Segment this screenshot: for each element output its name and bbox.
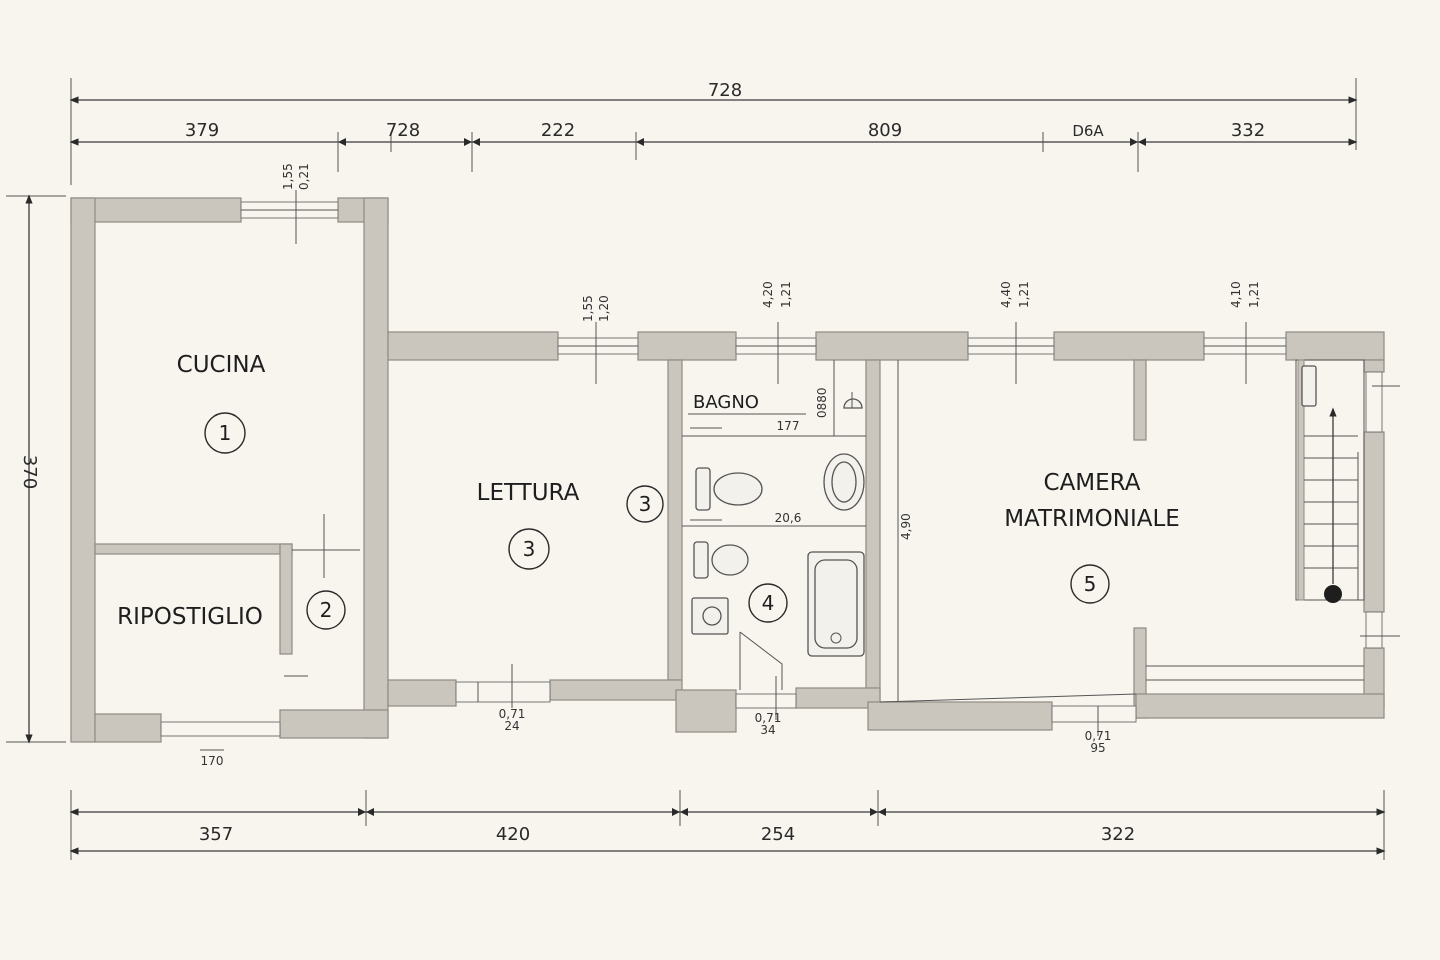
top-dim-cucina: 379: [185, 120, 219, 141]
top-total-dim: 728: [708, 80, 742, 101]
window-mark-cucina-b: 0,21: [297, 163, 311, 190]
left-dimension: 370: [6, 194, 66, 744]
staircase: [1295, 359, 1365, 603]
bagno-dim-206: 20,6: [775, 511, 802, 525]
window-labels: 1,55 0,21 1,55 1,20 4,20 1,21 4,40 1,21 …: [200, 163, 1261, 768]
door-mark-camera-a: 0,71: [1085, 729, 1112, 743]
bottom-dimensions: 357 420 254 322: [69, 790, 1386, 860]
room-label-camera-line1: CAMERA: [1044, 470, 1141, 496]
door-mark-lettura-a: 0,71: [499, 707, 526, 721]
misc-dim-170: 170: [201, 754, 224, 768]
room-number-lettura: 3: [523, 537, 536, 561]
top-dim-lettura: 222: [541, 120, 575, 141]
top-dim-bagno-camera: 809: [868, 120, 902, 141]
camera-details: 4,90: [879, 360, 1364, 703]
room-label-bagno: BAGNO: [693, 392, 759, 413]
bottom-dim-2: 420: [496, 824, 530, 845]
room-label-camera-line2: MATRIMONIALE: [1004, 506, 1180, 532]
window-mark-camera-a: 4,40: [999, 281, 1013, 308]
room-number-lettura-alt: 3: [639, 492, 652, 516]
door-mark-bagno-a: 0,71: [755, 711, 782, 725]
shower-head-icon: [843, 398, 863, 409]
room-labels: CUCINA 1 RIPOSTIGLIO 2 LETTURA 3 3 BAGNO…: [117, 352, 1180, 630]
window-mark-lettura-b: 1,20: [597, 295, 611, 322]
door-mark-bagno-b: 34: [760, 723, 775, 737]
window-mark-stair-b: 1,21: [1247, 281, 1261, 308]
windows: [160, 190, 1400, 737]
window-mark-bagno-b: 1,21: [779, 281, 793, 308]
bagno-dim-0880: 0880: [815, 387, 829, 418]
room-label-cucina: CUCINA: [177, 352, 266, 378]
room-label-ripostiglio: RIPOSTIGLIO: [117, 604, 263, 630]
room-number-camera: 5: [1084, 572, 1097, 596]
bottom-dim-4: 322: [1101, 824, 1135, 845]
door-mark-lettura-b: 24: [504, 719, 519, 733]
room-label-lettura: LETTURA: [477, 480, 580, 506]
stair-start-dot: [1324, 585, 1342, 603]
toilet-icon: [695, 467, 763, 511]
camera-dim-490: 4,90: [899, 513, 913, 540]
bagno-dim-177: 177: [777, 419, 800, 433]
window-mark-camera-b: 1,21: [1017, 281, 1031, 308]
window-mark-cucina-a: 1,55: [281, 163, 295, 190]
washbasin-icon: [691, 597, 729, 635]
top-dimensions: 728 379 728 222 809 D6A 332: [69, 78, 1358, 185]
room-number-ripostiglio: 2: [320, 598, 333, 622]
bathtub-icon: [807, 551, 865, 657]
bagno-door-swing: [739, 631, 783, 690]
bathroom-fixtures: 177 20,6 0880: [682, 360, 866, 690]
basin-icon: [823, 453, 865, 511]
left-height-dim: 370: [19, 455, 40, 489]
door-mark-camera-b: 95: [1090, 741, 1105, 755]
window-mark-stair-a: 4,10: [1229, 281, 1243, 308]
room-number-bagno: 4: [762, 591, 775, 615]
top-dim-d6a: D6A: [1072, 122, 1104, 140]
window-mark-bagno-a: 4,20: [761, 281, 775, 308]
walls: [70, 197, 1385, 743]
bottom-dim-1: 357: [199, 824, 233, 845]
top-dim-stair: 332: [1231, 120, 1265, 141]
window-mark-lettura-a: 1,55: [581, 295, 595, 322]
bidet-icon: [693, 541, 749, 579]
room-number-cucina: 1: [219, 421, 232, 445]
top-dim-wall: 728: [386, 120, 420, 141]
bottom-dim-3: 254: [761, 824, 795, 845]
